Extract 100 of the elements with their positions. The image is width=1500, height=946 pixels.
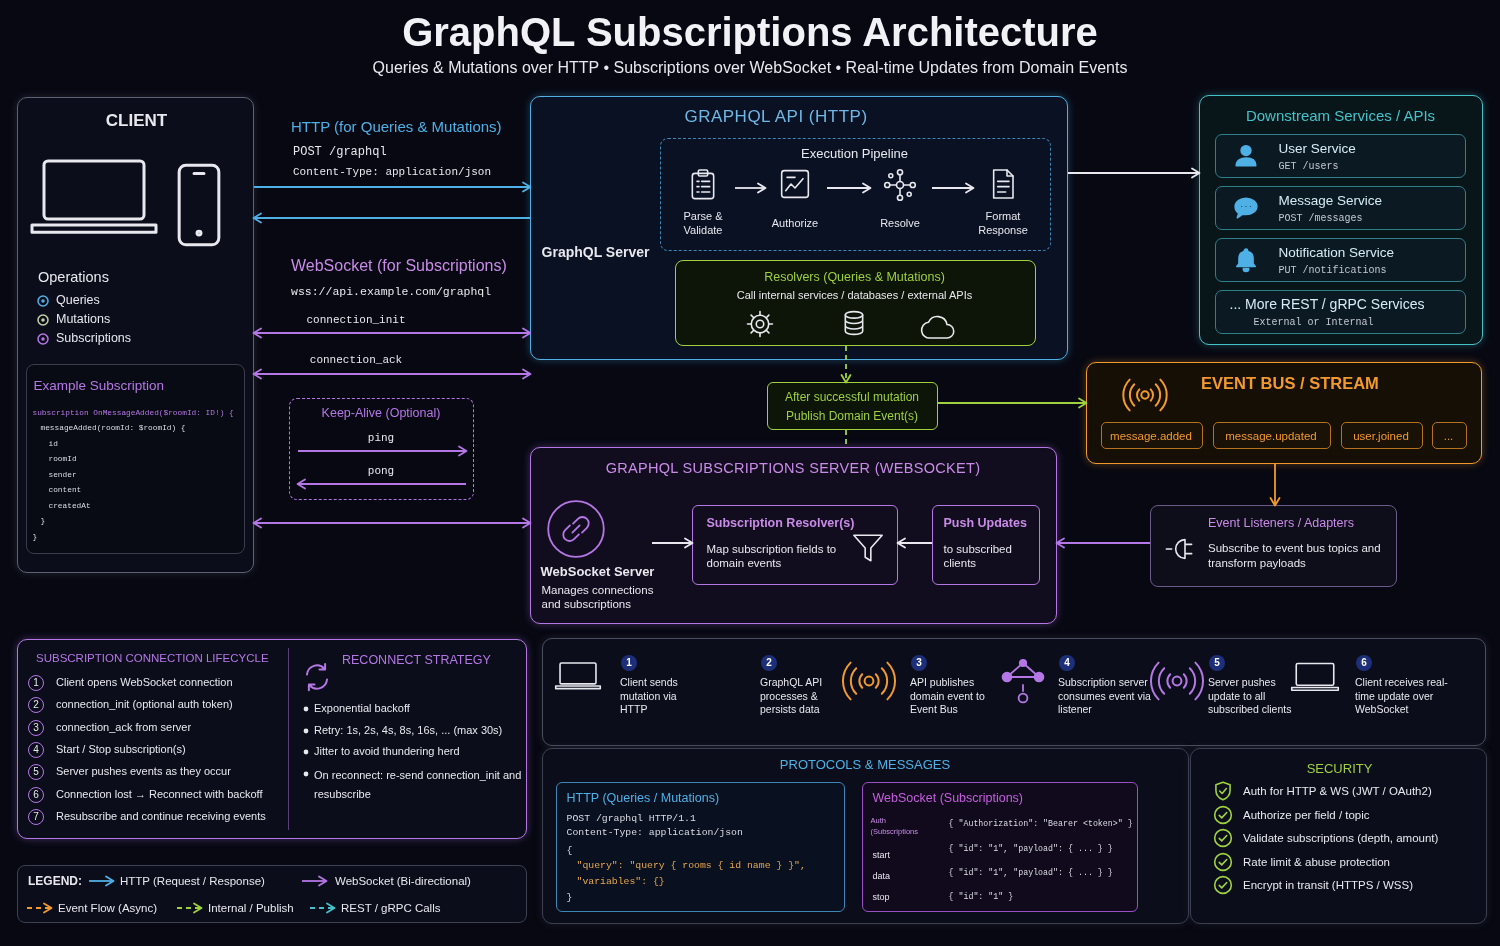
- topic-chip: [1340, 421, 1423, 449]
- message-name: ping: [366, 431, 396, 446]
- topic-name: message.added: [1109, 428, 1193, 444]
- box-text: to subscribed clients: [943, 541, 1013, 572]
- arrow: [252, 327, 532, 339]
- code-card: [555, 781, 845, 912]
- arrow: [896, 537, 933, 549]
- code-line: POST /graphql HTTP/1.1: [566, 812, 697, 826]
- diagram-title: GraphQL Subscriptions Architecture: [401, 9, 1099, 56]
- panel-title: EVENT BUS / STREAM: [1201, 373, 1380, 394]
- panel-title: CLIENT: [104, 110, 169, 132]
- box-title: Push Updates: [943, 514, 1028, 531]
- topic-chip: [1100, 421, 1203, 449]
- panel-title: PROTOCOLS & MESSAGES: [778, 757, 952, 774]
- box-text: Publish Domain Event(s): [784, 409, 920, 425]
- step-text: Subscription server consumes event via listener: [1058, 676, 1152, 717]
- step-text: Client receives real-time update over WebSocket: [1355, 676, 1449, 717]
- section-heading: Operations: [38, 268, 110, 287]
- bullet-item: On reconnect: re-send connection_init and resubscribe: [314, 767, 522, 802]
- pipeline-box: [659, 137, 1051, 251]
- arrow: [252, 212, 531, 224]
- step-number: 6: [1356, 655, 1372, 671]
- protocols-panel: [542, 748, 1189, 924]
- topic-name: user.joined: [1352, 428, 1410, 444]
- card-title: Example Subscription: [33, 376, 166, 395]
- panel-title: Downstream Services / APIs: [1244, 106, 1437, 126]
- step-number: 1: [621, 655, 637, 671]
- code-text: POST /graphql: [293, 145, 387, 161]
- message-type: stop: [872, 891, 891, 904]
- endpoint-text: GET /users: [1278, 159, 1340, 173]
- api-panel: [530, 96, 1068, 360]
- panel-title: GRAPHQL SUBSCRIPTIONS SERVER (WEBSOCKET): [604, 459, 982, 478]
- diagram-subtitle: Queries & Mutations over HTTP • Subscriptions over WebSocket • Real-time Updates from Domain Events: [371, 58, 1129, 78]
- arrow: [253, 181, 532, 193]
- topic-chip: [1212, 421, 1331, 449]
- box-text: Subscribe to event bus topics and transform payloads: [1208, 541, 1382, 571]
- arrow: [252, 368, 532, 380]
- event-bus-panel: [1086, 362, 1482, 464]
- code-line: }: [566, 891, 574, 905]
- bullet-item: Retry: 1s, 2s, 4s, 8s, 16s, ... (max 30s): [314, 722, 504, 737]
- code-text: Content-Type: application/json: [293, 165, 492, 180]
- endpoint-text: PUT /notifications: [1278, 263, 1388, 277]
- code-line: Content-Type: application/json: [566, 826, 744, 840]
- box-title: Resolvers (Queries & Mutations): [763, 268, 946, 285]
- subscriptions-server-panel: [530, 447, 1057, 624]
- step-label: Authorize: [770, 216, 820, 231]
- resolver-box: [691, 504, 898, 585]
- legend-text: WebSocket (Bi-directional): [335, 874, 471, 889]
- box-title: Keep-Alive (Optional): [320, 405, 442, 422]
- panel-title: GRAPHQL API (HTTP): [683, 106, 869, 128]
- code-line: {: [566, 844, 574, 858]
- panel-title: SUBSCRIPTION CONNECTION LIFECYCLE: [36, 651, 270, 666]
- list-item: Server pushes events as they occur: [56, 764, 232, 779]
- event-publish-box: [767, 382, 938, 430]
- topic-name: ...: [1442, 428, 1455, 444]
- list-item: Subscriptions: [56, 330, 133, 347]
- arrow: [931, 182, 975, 194]
- box-text: After successful mutation: [783, 390, 921, 406]
- legend-text: Event Flow (Async): [58, 901, 158, 916]
- list-item: Connection lost → Reconnect with backoff: [56, 786, 264, 801]
- bullet-item: Jitter to avoid thundering herd: [314, 744, 461, 759]
- list-item: Resubscribe and continue receiving events: [56, 808, 267, 824]
- list-item: Queries: [56, 292, 101, 309]
- arrow: [826, 182, 872, 194]
- legend-text: Internal / Publish: [208, 901, 294, 916]
- arrow: [937, 397, 1088, 409]
- legend-title: LEGEND:: [28, 874, 82, 890]
- list-item: Rate limit & abuse protection: [1243, 854, 1392, 870]
- service-name: User Service: [1278, 139, 1357, 158]
- service-name: ... More REST / gRPC Services: [1229, 294, 1426, 313]
- message-name: pong: [366, 464, 396, 479]
- list-item: Auth for HTTP & WS (JWT / OAuth2): [1243, 784, 1433, 799]
- card-title: HTTP (Queries / Mutations): [566, 789, 721, 806]
- code-line: "query": "query { rooms { id name } }",: [576, 859, 807, 873]
- topic-name: message.updated: [1224, 428, 1318, 444]
- lifecycle-panel: [17, 639, 527, 839]
- service-name: Notification Service: [1278, 243, 1396, 262]
- endpoint-text: POST /messages: [1278, 211, 1364, 225]
- step-label: Resolve: [879, 216, 921, 231]
- arrow: [1269, 463, 1281, 507]
- step-number: 4: [1059, 655, 1075, 671]
- code-card: [861, 781, 1138, 912]
- list-item: Client opens WebSocket connection: [56, 675, 234, 690]
- code-line: { "Authorization": "Bearer <token>" }: [948, 818, 1134, 830]
- client-panel: [17, 97, 254, 573]
- server-label: WebSocket Server: [540, 563, 656, 581]
- step-number: 2: [761, 655, 777, 671]
- message-type: data: [872, 870, 892, 883]
- legend-text: REST / gRPC Calls: [341, 901, 441, 916]
- push-updates-box: [931, 504, 1040, 585]
- endpoint-text: External or Internal: [1253, 315, 1375, 329]
- code-line: "variables": {}: [576, 875, 666, 889]
- topic-chip: [1431, 421, 1467, 449]
- step-number: 3: [911, 655, 927, 671]
- step-text: Client sends mutation via HTTP: [620, 676, 679, 717]
- step-text: GraphQL API processes & persists data: [760, 676, 824, 717]
- service-card: [1214, 133, 1466, 178]
- box-title: Execution Pipeline: [800, 145, 909, 163]
- server-description: Manages connections and subscriptions: [541, 582, 655, 613]
- flow-steps-panel: [542, 638, 1486, 746]
